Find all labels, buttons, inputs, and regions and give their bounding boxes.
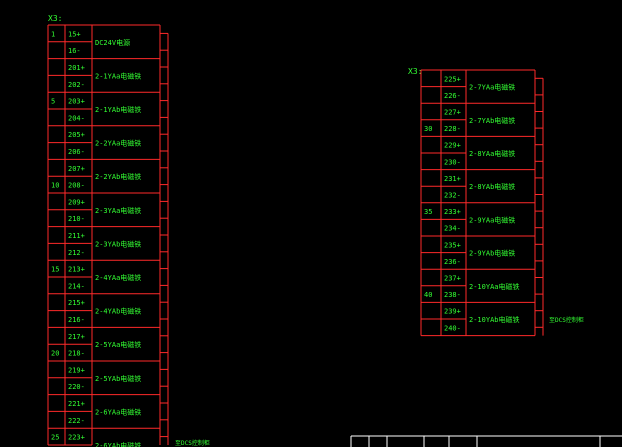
- terminal-number: 228-: [444, 125, 461, 133]
- terminal-number: 227+: [444, 109, 461, 117]
- left-terminal-strip: 1 15+ 16- 201+ 202- 5 203+ 204- 205+ 206- 207+ 10 20…: [47, 24, 169, 447]
- terminal-number: 213+: [68, 266, 85, 274]
- terminal-index: 20: [51, 350, 59, 358]
- terminal-number: 229+: [444, 142, 461, 150]
- left-destination-label: 至DCS控制柜: [175, 439, 210, 447]
- terminal-number: 231+: [444, 175, 461, 183]
- terminal-number: 202-: [68, 81, 85, 89]
- terminal-number: 226-: [444, 92, 461, 100]
- device-label: 2-1YAb电磁铁: [95, 105, 141, 114]
- terminal-number: 232-: [444, 192, 461, 200]
- terminal-number: 218-: [68, 350, 85, 358]
- right-strip-label: X3:: [408, 67, 422, 76]
- terminal-number: 215+: [68, 299, 85, 307]
- terminal-number: 217+: [68, 333, 85, 341]
- terminal-index: 10: [51, 182, 59, 190]
- device-label: 2-5YAb电磁铁: [95, 374, 141, 383]
- terminal-number: 208-: [68, 182, 85, 190]
- terminal-number: 219+: [68, 366, 85, 374]
- terminal-number: 207+: [68, 165, 85, 173]
- device-label: 2-6YAb电磁铁: [95, 441, 141, 447]
- device-label: 2-3YAb电磁铁: [95, 239, 141, 248]
- terminal-number: 205+: [68, 131, 85, 139]
- right-terminal-strip: 225+ 226- 227+ 30 228- 229+ 230- 231+ 232- 35 233+…: [420, 69, 544, 337]
- terminal-number: 16-: [68, 47, 81, 55]
- device-label: 2-10YAb电磁铁: [469, 315, 520, 324]
- device-label: 2-3YAa电磁铁: [95, 206, 141, 215]
- terminal-index: 30: [424, 125, 432, 133]
- terminal-index: 35: [424, 208, 432, 216]
- device-label: 2-2YAa电磁铁: [95, 139, 141, 148]
- device-label: 2-5YAa电磁铁: [95, 340, 141, 349]
- device-label: 2-8YAb电磁铁: [469, 182, 515, 191]
- terminal-index: 5: [51, 98, 55, 106]
- terminal-number: 238-: [444, 291, 461, 299]
- terminal-number: 206-: [68, 148, 85, 156]
- terminal-number: 239+: [444, 308, 461, 316]
- terminal-number: 212-: [68, 249, 85, 257]
- device-label: 2-2YAb电磁铁: [95, 172, 141, 181]
- terminal-number: 225+: [444, 75, 461, 83]
- terminal-number: 237+: [444, 275, 461, 283]
- terminal-index: 25: [51, 434, 59, 442]
- terminal-number: 221+: [68, 400, 85, 408]
- terminal-number: 230-: [444, 158, 461, 166]
- device-label: 2-7YAa电磁铁: [469, 83, 515, 92]
- terminal-index: 40: [424, 291, 432, 299]
- terminal-number: 234-: [444, 225, 461, 233]
- right-destination-label: 至DCS控制柜: [549, 316, 584, 324]
- terminal-number: 203+: [68, 98, 85, 106]
- device-label: 2-6YAa电磁铁: [95, 407, 141, 416]
- device-label: 2-4YAa电磁铁: [95, 273, 141, 282]
- device-label: 2-9YAa电磁铁: [469, 215, 515, 224]
- terminal-number: 233+: [444, 208, 461, 216]
- terminal-number: 214-: [68, 282, 85, 290]
- device-label: DC24V电源: [95, 38, 130, 47]
- terminal-number: 15+: [68, 30, 81, 38]
- terminal-number: 216-: [68, 316, 85, 324]
- device-label: 2-9YAb电磁铁: [469, 249, 515, 258]
- left-strip-label: X3:: [48, 14, 62, 23]
- device-label: 2-7YAb电磁铁: [469, 116, 515, 125]
- terminal-number: 210-: [68, 215, 85, 223]
- device-label: 2-10YAa电磁铁: [469, 282, 520, 291]
- terminal-index: 1: [51, 30, 55, 38]
- terminal-number: 204-: [68, 114, 85, 122]
- terminal-number: 220-: [68, 383, 85, 391]
- terminal-number: 236-: [444, 258, 461, 266]
- terminal-index: 15: [51, 266, 59, 274]
- terminal-number: 223+: [68, 434, 85, 442]
- terminal-number: 222-: [68, 417, 85, 425]
- terminal-number: 211+: [68, 232, 85, 240]
- terminal-number: 201+: [68, 64, 85, 72]
- device-label: 2-4YAb电磁铁: [95, 307, 141, 316]
- terminal-number: 209+: [68, 198, 85, 206]
- device-label: 2-8YAa电磁铁: [469, 149, 515, 158]
- title-block: [350, 435, 622, 447]
- device-label: 2-1YAa电磁铁: [95, 71, 141, 80]
- terminal-number: 235+: [444, 241, 461, 249]
- terminal-number: 240-: [444, 324, 461, 332]
